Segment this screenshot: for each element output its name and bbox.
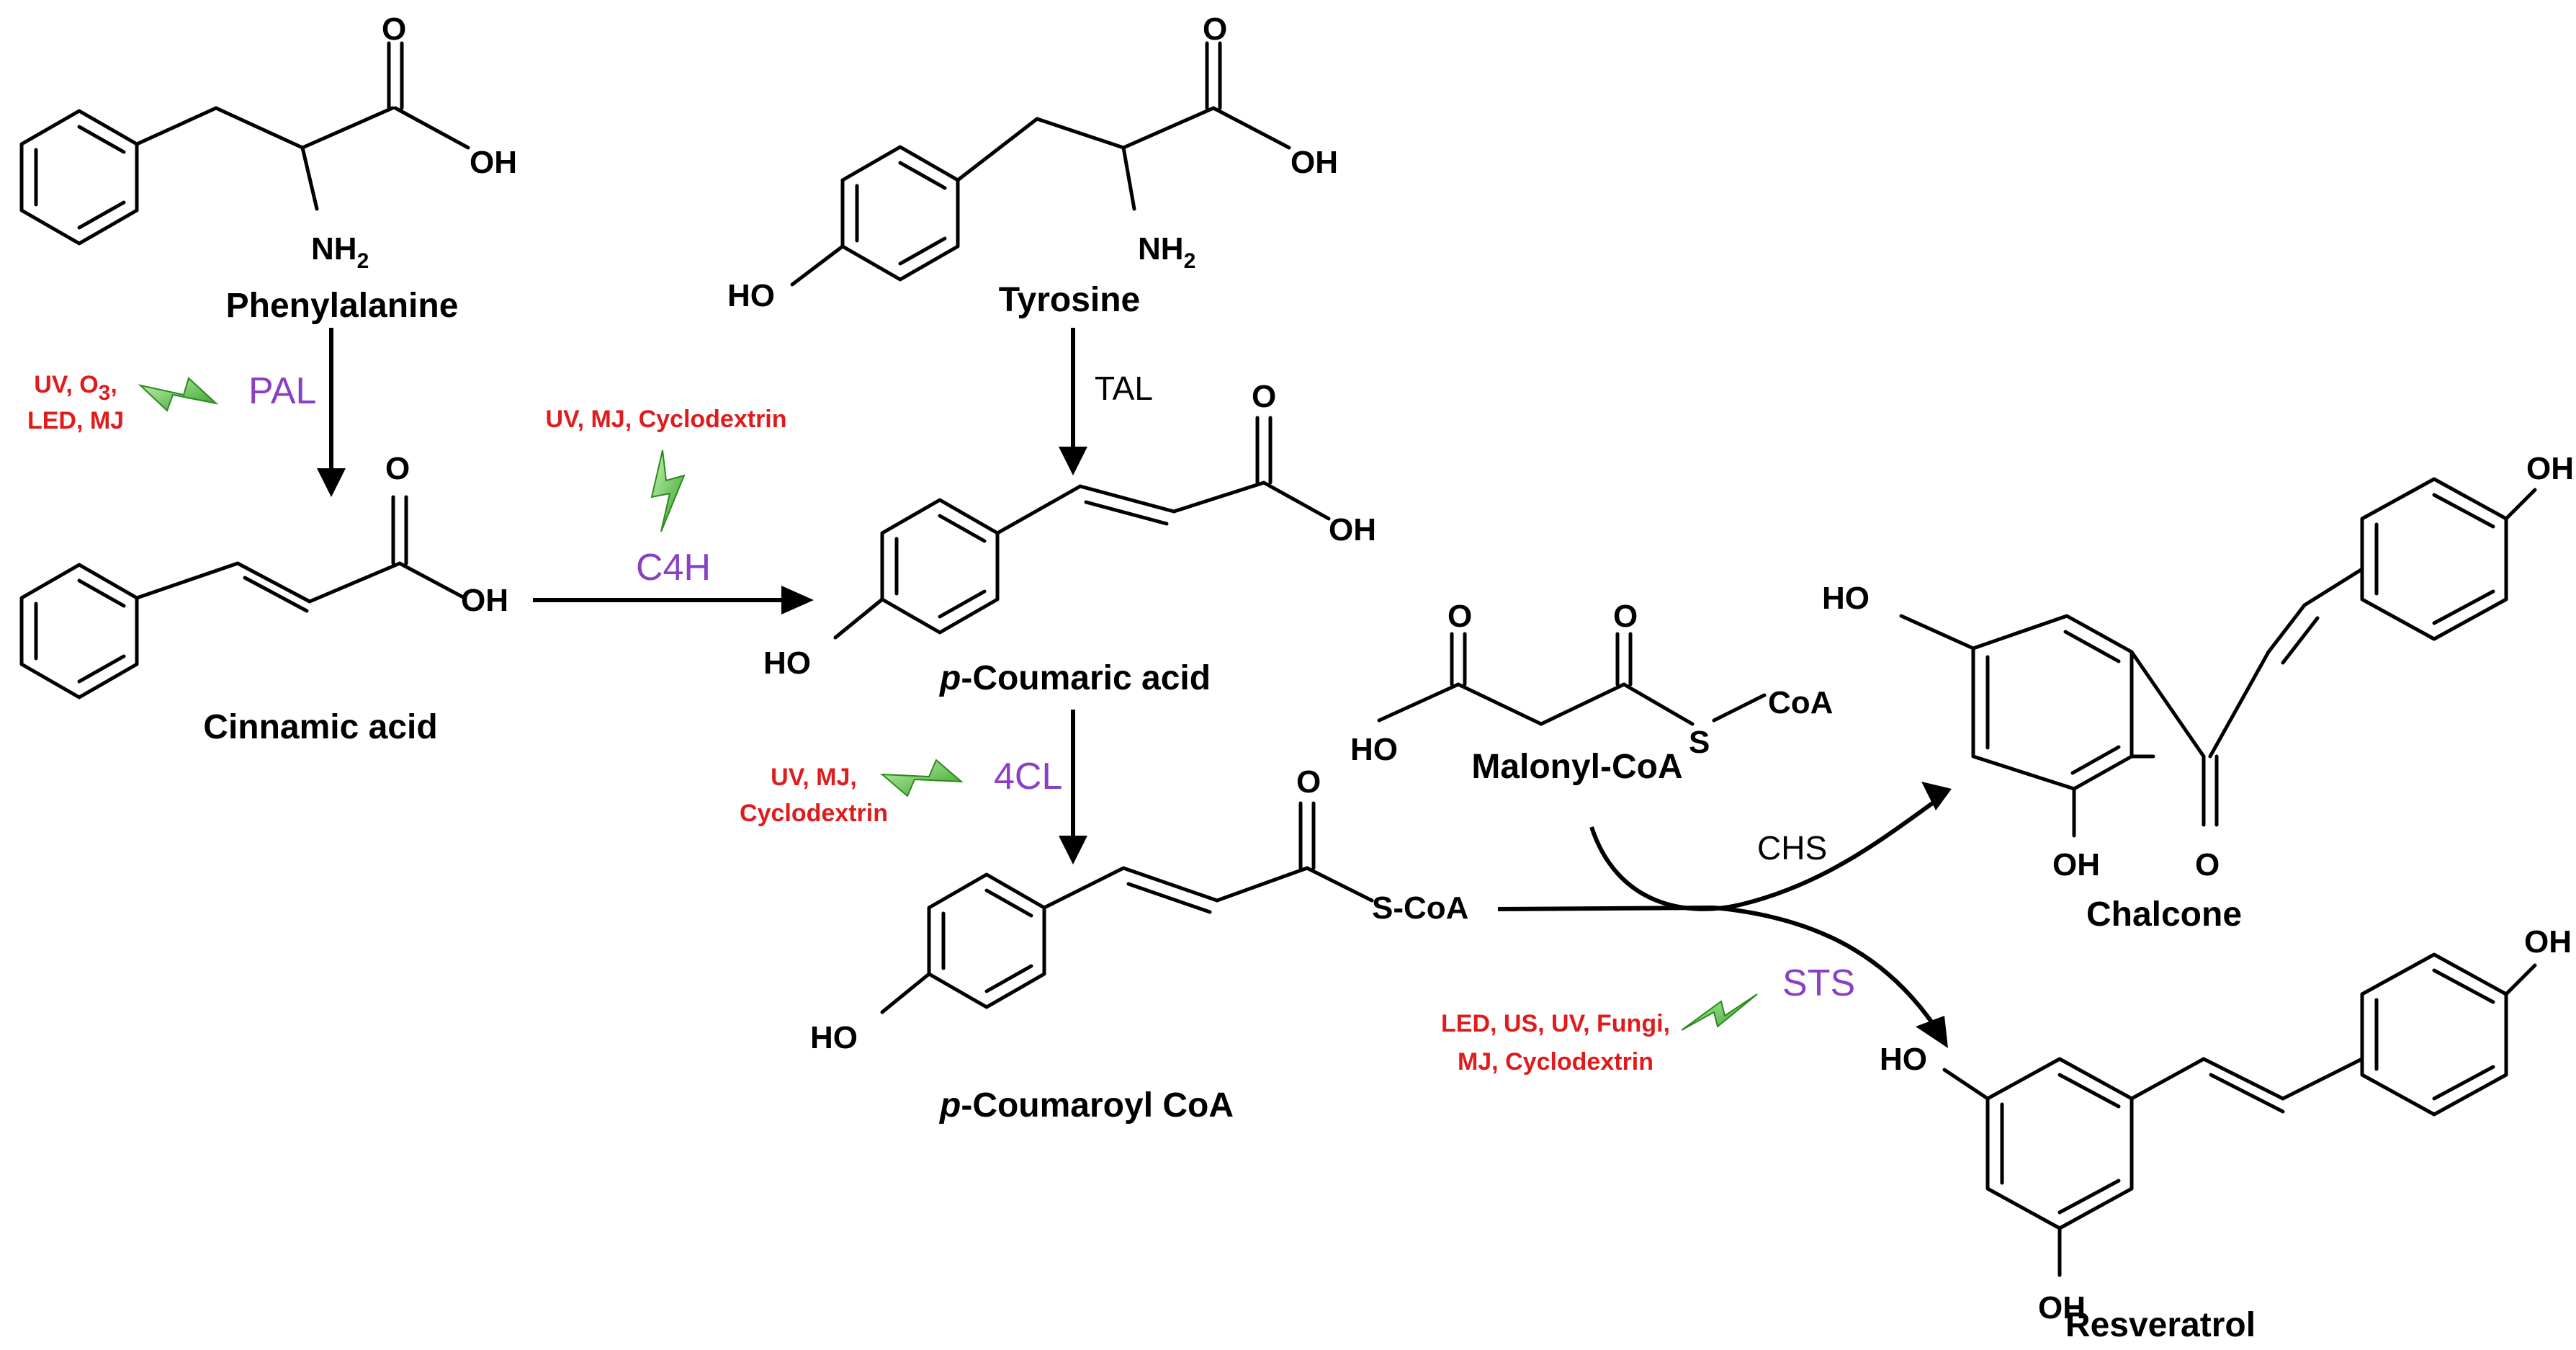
chs-arrowhead bbox=[1921, 782, 1952, 810]
amine-label: NH2 bbox=[311, 231, 369, 273]
cinnamic-acid-structure: O OH bbox=[19, 451, 508, 699]
p-coumaric-acid-label: p-Coumaric acid bbox=[938, 659, 1211, 697]
chalcone-label: Chalcone bbox=[2086, 895, 2242, 934]
bolt-icon bbox=[138, 377, 219, 412]
c4h-arrowhead bbox=[781, 586, 814, 614]
hydroxyl-label: OH bbox=[1329, 512, 1376, 547]
phenol-oh-label: HO bbox=[810, 1020, 858, 1055]
4cl-arrowhead bbox=[1059, 836, 1087, 864]
phenylalanine-label: Phenylalanine bbox=[226, 287, 459, 325]
cinnamic-acid-label: Cinnamic acid bbox=[203, 708, 437, 746]
resveratrol-label: Resveratrol bbox=[2065, 1306, 2256, 1344]
4cl-elicitors-line2: Cyclodextrin bbox=[740, 800, 888, 827]
hydroxyl-label: OH bbox=[470, 145, 517, 180]
4cl-elicitors-line1: UV, MJ, bbox=[771, 764, 857, 791]
tyrosine-label: Tyrosine bbox=[999, 281, 1141, 319]
amine-label: NH2 bbox=[1138, 231, 1195, 273]
tal-arrowhead bbox=[1059, 447, 1087, 475]
chs-reaction-arrow bbox=[1589, 792, 1946, 911]
malonyl-coa-label: Malonyl-CoA bbox=[1471, 748, 1682, 786]
carbonyl-o-label: O bbox=[1203, 12, 1227, 47]
p-coumaroyl-coa-label: p-Coumaroyl CoA bbox=[938, 1086, 1234, 1125]
phenol-oh-label: HO bbox=[763, 645, 811, 681]
sts-elicitors-line1: LED, US, UV, Fungi, bbox=[1441, 1010, 1670, 1037]
sts-elicitors-line2: MJ, Cyclodextrin bbox=[1458, 1048, 1653, 1076]
tal-enzyme-label: TAL bbox=[1095, 370, 1153, 407]
c4h-enzyme-label: C4H bbox=[636, 547, 711, 589]
chs-enzyme-label: CHS bbox=[1757, 829, 1827, 867]
tyrosine-structure: HO O OH NH2 bbox=[727, 12, 1338, 313]
pal-elicitors-line2: LED, MJ bbox=[27, 407, 124, 434]
hydroxyl-label: OH bbox=[1291, 145, 1338, 180]
thioester-coa-label: S-CoA bbox=[1372, 890, 1468, 926]
carbonyl-o-label: O bbox=[1296, 764, 1321, 800]
chalcone-structure: HO OH O OH bbox=[1822, 451, 2574, 882]
hydroxyl-label: OH bbox=[461, 583, 508, 618]
phenol-oh-label: HO bbox=[727, 278, 775, 313]
phenol-oh-label: HO bbox=[1822, 581, 1870, 616]
bolt-icon bbox=[1681, 993, 1758, 1031]
acid-oh-label: HO bbox=[1350, 732, 1398, 767]
pal-elicitors-line1: UV, O3, bbox=[34, 371, 117, 405]
phenol-oh-label: OH bbox=[2526, 451, 2574, 486]
bolt-icon bbox=[650, 450, 686, 532]
ketone-o-label: O bbox=[2195, 847, 2220, 882]
malonyl-coa-structure: HO O O S CoA bbox=[1350, 599, 1833, 767]
4cl-enzyme-label: 4CL bbox=[994, 756, 1062, 797]
phenol-oh-label: OH bbox=[2524, 924, 2572, 960]
resveratrol-structure: HO OH OH bbox=[1880, 924, 2572, 1326]
sulfur-label: S bbox=[1689, 725, 1710, 760]
carbonyl-o-label: O bbox=[1613, 599, 1638, 634]
phenol-oh-label: OH bbox=[2052, 847, 2100, 882]
carbonyl-o-label: O bbox=[1448, 599, 1472, 634]
phenol-oh-label: HO bbox=[1880, 1042, 1927, 1077]
pal-enzyme-label: PAL bbox=[248, 370, 316, 412]
sts-arrowhead bbox=[1916, 1016, 1948, 1048]
phenol-oh-label: OH bbox=[2038, 1290, 2086, 1326]
coa-label: CoA bbox=[1768, 685, 1833, 720]
p-coumaroyl-coa-structure: HO O S-CoA bbox=[810, 764, 1468, 1055]
carbonyl-o-label: O bbox=[385, 451, 410, 486]
pal-arrowhead bbox=[317, 468, 346, 497]
bolt-icon bbox=[880, 759, 964, 797]
p-coumaric-acid-structure: HO O OH bbox=[763, 379, 1376, 681]
sts-enzyme-label: STS bbox=[1782, 962, 1855, 1004]
c4h-elicitors: UV, MJ, Cyclodextrin bbox=[545, 406, 786, 433]
carbonyl-o-label: O bbox=[1252, 379, 1276, 414]
sts-reaction-arrow bbox=[1713, 906, 1939, 1032]
carbonyl-o-label: O bbox=[382, 12, 406, 47]
phenylalanine-structure: O OH NH2 bbox=[19, 12, 517, 273]
